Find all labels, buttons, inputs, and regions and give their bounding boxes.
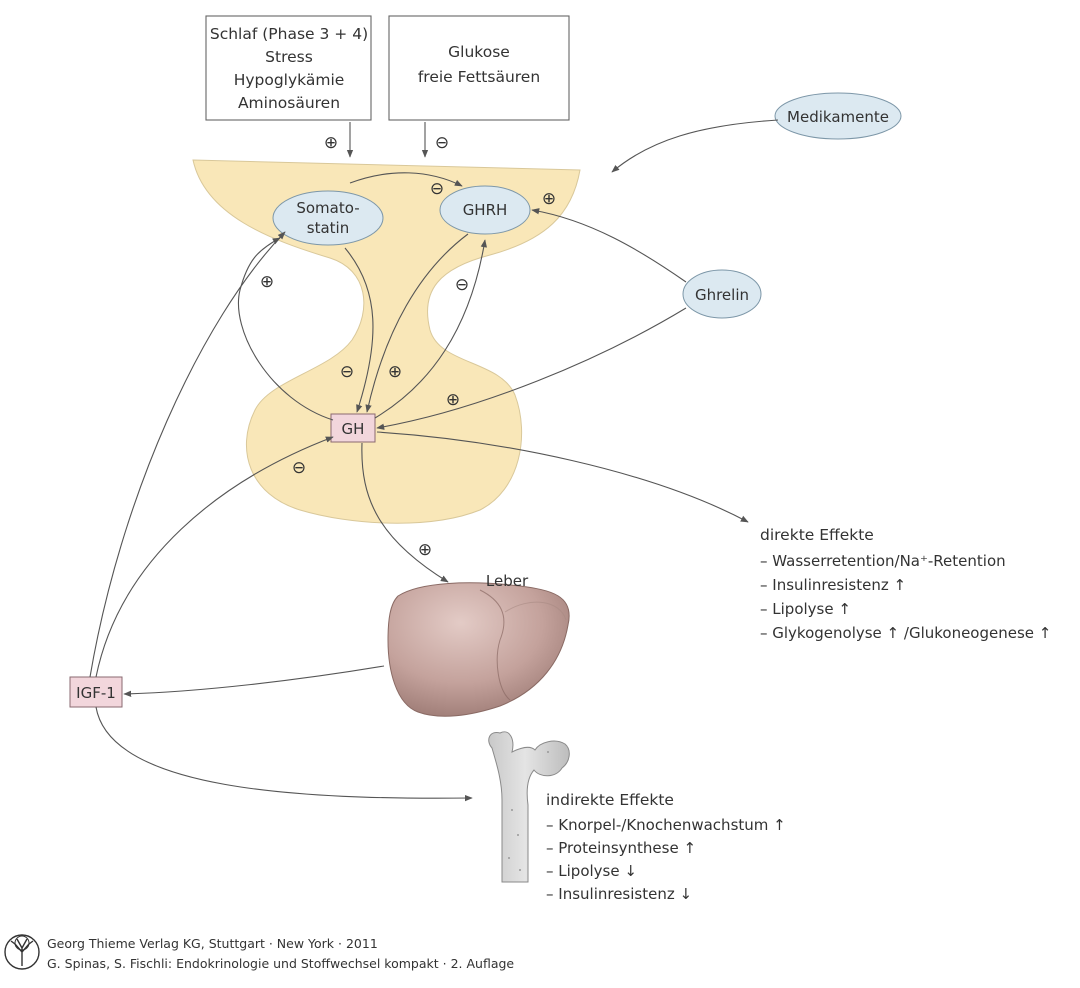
- arrow-somatostatin-to-ghrh: [349, 172, 463, 187]
- sign-ghrelin-to-ghrh: ⊕: [542, 189, 556, 209]
- node-ghrelin: Ghrelin: [682, 269, 762, 319]
- sign-inhibitors-minus: ⊖: [435, 133, 449, 153]
- node-gh: GH: [330, 413, 376, 443]
- inhibitors-box: Glukose freie Fettsäuren: [388, 15, 570, 121]
- medikamente-label: Medikamente: [787, 108, 889, 126]
- ghrh-label: GHRH: [463, 201, 508, 219]
- somatostatin-label-1: Somato-: [296, 199, 359, 217]
- stimuli-line-stress: Stress: [265, 48, 313, 66]
- arrow-gh-to-somatostatin: [238, 237, 334, 421]
- arrow-gh-to-direct-effects: [376, 431, 749, 523]
- node-somatostatin: Somato- statin: [272, 190, 384, 246]
- node-ghrh: GHRH: [439, 185, 531, 235]
- bone-illustration: [488, 731, 570, 883]
- indirect-effects-list: indirekte Effekte – Knorpel-/Knochenwach…: [546, 791, 786, 903]
- direct-effects-title: direkte Effekte: [760, 526, 874, 544]
- arrow-gh-to-ghrh: [374, 239, 487, 419]
- arrow-medikamente-to-hypothalamus: [611, 119, 779, 173]
- sign-gh-to-ghrh: ⊖: [455, 275, 469, 295]
- indirect-effect-item: – Lipolyse ↓: [546, 862, 637, 880]
- footer-citation: G. Spinas, S. Fischli: Endokrinologie un…: [47, 956, 514, 971]
- sign-stimuli-plus: ⊕: [324, 133, 338, 153]
- stimuli-line-sleep: Schlaf (Phase 3 + 4): [210, 25, 368, 43]
- arrow-somatostatin-to-gh: [344, 247, 374, 413]
- arrow-igf1-to-somatostatin: [89, 231, 286, 678]
- arrow-igf1-to-indirect-effects: [95, 706, 473, 802]
- arrow-ghrelin-to-gh: [376, 307, 687, 430]
- ghrelin-label: Ghrelin: [695, 286, 749, 304]
- igf1-label: IGF-1: [76, 684, 116, 702]
- sign-gh-to-leber: ⊕: [418, 540, 432, 560]
- inhibitors-line-glucose: Glukose: [448, 43, 510, 61]
- sign-somatostatin-to-gh: ⊖: [340, 362, 354, 382]
- arrow-ghrh-to-gh: [365, 233, 469, 413]
- direct-effects-list: direkte Effekte – Wasserretention/Na⁺-Re…: [760, 526, 1051, 642]
- liver-illustration: [387, 582, 570, 717]
- arrow-gh-to-leber: [361, 442, 449, 583]
- stimuli-line-hypoglycemia: Hypoglykämie: [234, 71, 345, 89]
- arrow-ghrelin-to-ghrh: [531, 208, 687, 283]
- arrow-igf1-to-gh: [95, 436, 334, 678]
- indirect-effect-item: – Knorpel-/Knochenwachstum ↑: [546, 816, 786, 834]
- direct-effect-item: – Wasserretention/Na⁺-Retention: [760, 552, 1006, 570]
- direct-effect-item: – Lipolyse ↑: [760, 600, 851, 618]
- thieme-tree-logo: [4, 934, 40, 970]
- inhibitors-line-fatty-acids: freie Fettsäuren: [418, 68, 540, 86]
- indirect-effect-item: – Proteinsynthese ↑: [546, 839, 696, 857]
- sign-gh-to-somatostatin: ⊕: [260, 272, 274, 292]
- stimuli-box: Schlaf (Phase 3 + 4) Stress Hypoglykämie…: [205, 15, 372, 121]
- sign-ghrelin-to-gh: ⊕: [446, 390, 460, 410]
- stimuli-line-aminoacids: Aminosäuren: [238, 94, 340, 112]
- indirect-effect-item: – Insulinresistenz ↓: [546, 885, 692, 903]
- node-medikamente: Medikamente: [774, 92, 902, 140]
- arrow-leber-to-igf1: [123, 665, 385, 698]
- sign-somatostatin-to-ghrh: ⊖: [430, 179, 444, 199]
- direct-effect-item: – Insulinresistenz ↑: [760, 576, 906, 594]
- indirect-effects-title: indirekte Effekte: [546, 791, 674, 809]
- sign-igf1-to-gh: ⊖: [292, 458, 306, 478]
- leber-label: Leber: [486, 572, 529, 590]
- node-igf1: IGF-1: [69, 676, 123, 708]
- somatostatin-label-2: statin: [307, 219, 349, 237]
- direct-effect-item: – Glykogenolyse ↑ /Glukoneogenese ↑: [760, 624, 1051, 642]
- sign-ghrh-to-gh: ⊕: [388, 362, 402, 382]
- gh-label: GH: [342, 420, 365, 438]
- footer-publisher: Georg Thieme Verlag KG, Stuttgart · New …: [47, 936, 378, 951]
